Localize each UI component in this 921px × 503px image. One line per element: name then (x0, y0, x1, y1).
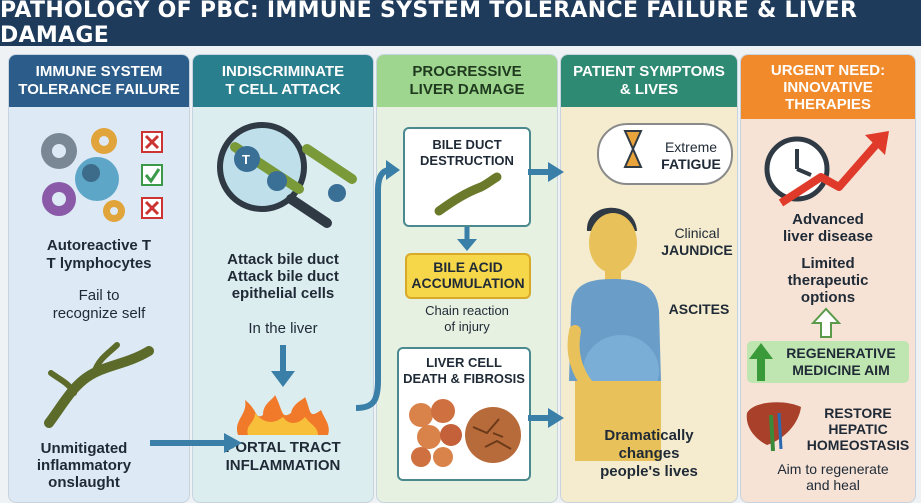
arrow-col3-to-col4-top (528, 162, 564, 182)
regenerative-box: REGENERATIVE MEDICINE AIM (747, 341, 909, 383)
bile-acid-box: BILE ACID ACCUMULATION (405, 253, 531, 299)
liver-cell-death-box: LIVER CELL DEATH & FIBROSIS (397, 347, 531, 481)
down-arrow-icon (271, 345, 295, 387)
gears-icon (41, 128, 125, 222)
fail-label: Fail to (78, 287, 120, 304)
chain-label: Chain reaction (425, 303, 509, 318)
cells-icon (409, 399, 521, 467)
bile-duct-destruction-box: BILE DUCT DESTRUCTION (403, 127, 531, 227)
clock-trend-icon (764, 131, 889, 207)
arrow-col2-to-col3 (355, 160, 400, 411)
limited-label: Limited (801, 255, 855, 272)
checkbox-marks-icon (141, 131, 163, 219)
hourglass-icon (623, 130, 643, 168)
jaundice-label: Clinical (674, 225, 720, 241)
thought-bubble (597, 123, 733, 185)
tcell-label: T (242, 152, 250, 167)
arrow-col3-to-col4-bottom (528, 408, 564, 428)
restore-label: RESTORE (824, 405, 892, 421)
unmitigated-label: Unmitigated (40, 440, 128, 457)
portal-label: PORTAL TRACT (225, 439, 341, 456)
liver-icon (746, 402, 801, 452)
autoreactive-label: Autoreactive T (46, 237, 152, 254)
changes-label: Dramatically (604, 427, 694, 444)
attack-label: Attack bile duct (227, 251, 339, 268)
down-arrow-icon (457, 227, 477, 251)
flame-icon (236, 395, 329, 435)
arrow-col1-to-col2 (150, 433, 242, 453)
damaged-duct-icon (434, 172, 502, 216)
patient-figure (567, 207, 661, 461)
green-up-arrow-icon (749, 343, 773, 381)
advanced-label: Advanced (792, 211, 864, 228)
fatigue-label: Extreme (664, 139, 718, 155)
up-arrow-icon (810, 307, 842, 338)
column-heading: PATIENT SYMPTOMS& LIVES (561, 55, 737, 107)
ascites-label: ASCITES (668, 301, 730, 317)
column-patient-symptoms: PATIENT SYMPTOMS& LIVES Extreme FATIGUE … (560, 54, 738, 503)
page-title: PATHOLOGY OF PBC: IMMUNE SYSTEM TOLERANC… (0, 0, 921, 48)
magnifying-glass-icon (217, 122, 357, 228)
aim-label: Aim to regenerate (777, 461, 889, 477)
bile-duct-icon (44, 342, 154, 428)
in-liver-label: In the liver (248, 320, 318, 337)
